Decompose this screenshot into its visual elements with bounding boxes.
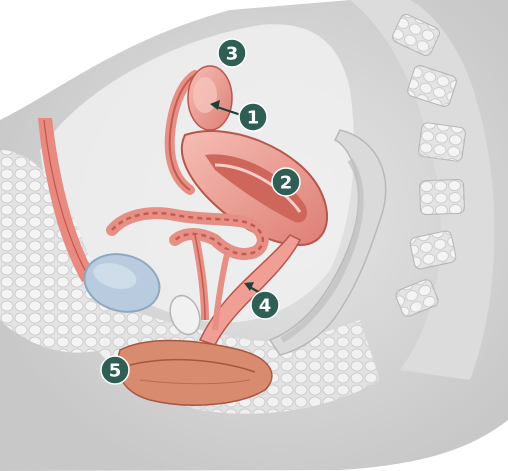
vertebra — [419, 178, 465, 216]
marker-1-label: 1 — [247, 108, 260, 129]
marker-4: 4 — [250, 290, 280, 320]
marker-5-label: 5 — [109, 361, 122, 382]
marker-1: 1 — [238, 102, 268, 132]
fatty-tissue — [0, 150, 106, 353]
abdominal-muscle — [38, 118, 95, 282]
vertebra — [418, 122, 466, 162]
arrowhead-4 — [244, 282, 254, 291]
ureter — [212, 249, 231, 331]
marker-2: 2 — [271, 167, 301, 197]
vertebra — [407, 65, 457, 107]
marker-3-label: 3 — [226, 44, 239, 65]
marker-3: 3 — [217, 38, 247, 68]
labia — [116, 339, 273, 406]
arrowhead-1 — [210, 100, 220, 110]
marker-5: 5 — [100, 355, 130, 385]
vertebra — [395, 279, 439, 317]
marker-2-label: 2 — [280, 173, 293, 194]
vertebra — [392, 14, 440, 56]
spine — [350, 0, 495, 380]
marker-4-label: 4 — [259, 296, 272, 317]
pubic-bone — [169, 294, 201, 336]
uterine-cavity — [205, 154, 307, 223]
vertebra — [409, 230, 457, 270]
